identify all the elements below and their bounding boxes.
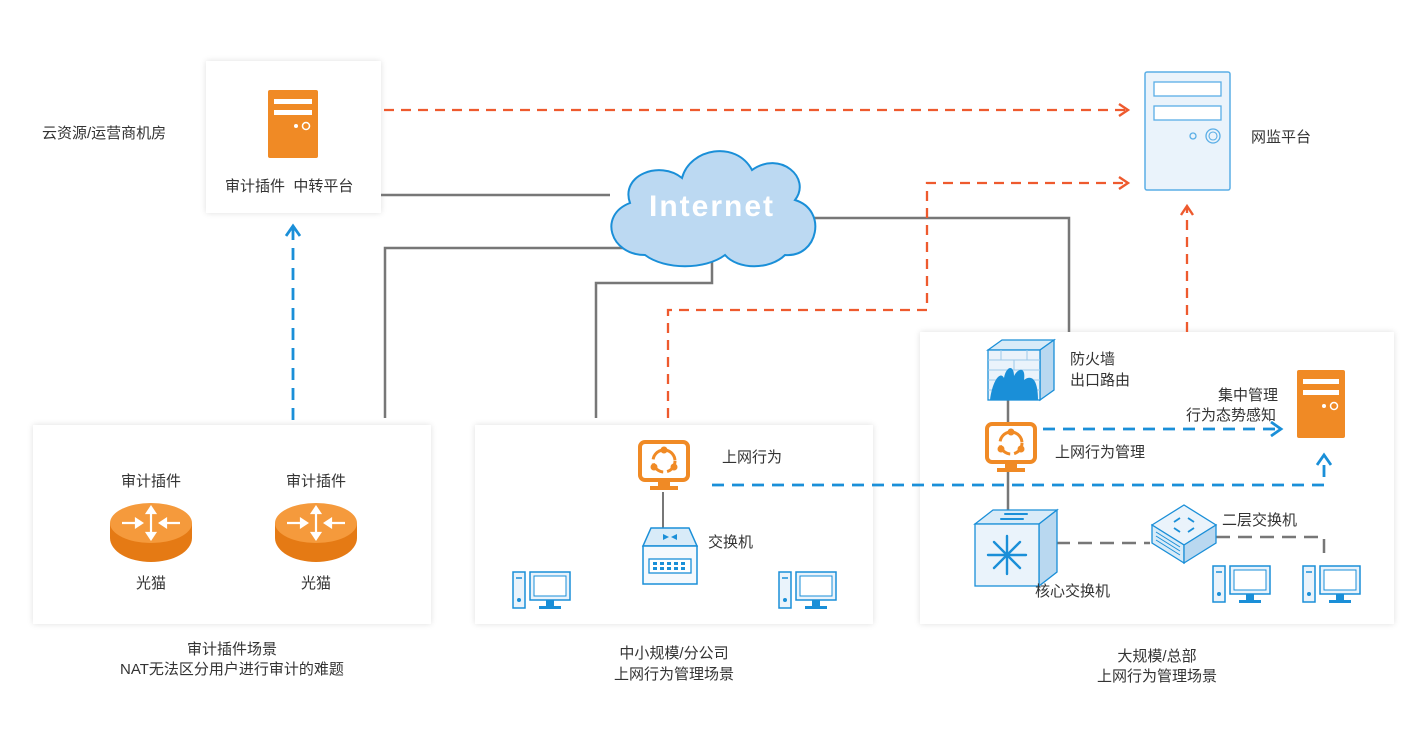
server-icon <box>1297 370 1345 438</box>
plugin-scene-caption-line2: NAT无法区分用户进行审计的难题 <box>120 661 344 678</box>
link-hq-internet <box>800 216 1071 332</box>
network-links <box>381 193 1326 560</box>
server-icon <box>1144 71 1231 191</box>
behavior-management-icon <box>638 440 690 490</box>
central-management-line2: 行为态势感知 <box>1186 407 1277 424</box>
desktop-pc-icon <box>1302 565 1361 603</box>
router-icon <box>110 503 192 562</box>
plugin-left-top-label: 审计插件 <box>120 473 181 490</box>
branch-scene-caption-line1: 中小规模/分公司 <box>619 645 729 662</box>
internet-label: Internet <box>649 190 775 223</box>
desktop-pc-icon <box>512 571 571 609</box>
cloud-room-label: 云资源/运营商机房 <box>42 125 167 142</box>
central-management-line1: 集中管理 <box>1218 387 1279 404</box>
core-switch-label: 核心交换机 <box>1035 583 1111 600</box>
hq-scene-caption-line1: 大规模/总部 <box>1117 648 1197 665</box>
branch-scene-caption-line2: 上网行为管理场景 <box>613 666 734 683</box>
plugin-left-bottom-label: 光猫 <box>135 575 166 592</box>
l2-switch-label: 二层交换机 <box>1222 512 1298 529</box>
relay-server-label: 审计插件 中转平台 <box>225 178 354 195</box>
hq-scene-caption-line2: 上网行为管理场景 <box>1096 668 1217 685</box>
server-icon <box>268 90 318 158</box>
audit-links <box>293 226 1324 487</box>
monitor-platform-label: 网监平台 <box>1251 129 1312 146</box>
branch-to-monitor-link <box>666 176 1131 418</box>
link-branch-internet <box>594 252 714 418</box>
core-switch-icon <box>973 508 1059 588</box>
switch-icon <box>641 527 699 585</box>
plugin-scene-caption-line1: 审计插件场景 <box>186 641 277 658</box>
switch-icon <box>1150 504 1218 565</box>
plugin-right-bottom-label: 光猫 <box>300 575 331 592</box>
firewall-label-line1: 防火墙 <box>1070 351 1116 368</box>
hq-behavior-label: 上网行为管理 <box>1055 444 1146 461</box>
link-plugin-internet <box>383 246 660 418</box>
plugin-right-top-label: 审计插件 <box>285 473 346 490</box>
firewall-icon <box>985 338 1057 402</box>
branch-switch-label: 交换机 <box>708 534 754 551</box>
report-links <box>384 103 1194 418</box>
plugin-scene-card <box>33 425 431 624</box>
desktop-pc-icon <box>1212 565 1271 603</box>
link-l2switch-pcs <box>1216 535 1326 560</box>
behavior-management-icon <box>985 422 1037 472</box>
branch-behavior-label: 上网行为 <box>722 449 783 466</box>
firewall-label-line2: 出口路由 <box>1070 372 1131 389</box>
branch-to-central-link <box>712 455 1324 487</box>
cloud-icon <box>610 150 817 268</box>
router-icon <box>275 503 357 562</box>
desktop-pc-icon <box>778 571 837 609</box>
